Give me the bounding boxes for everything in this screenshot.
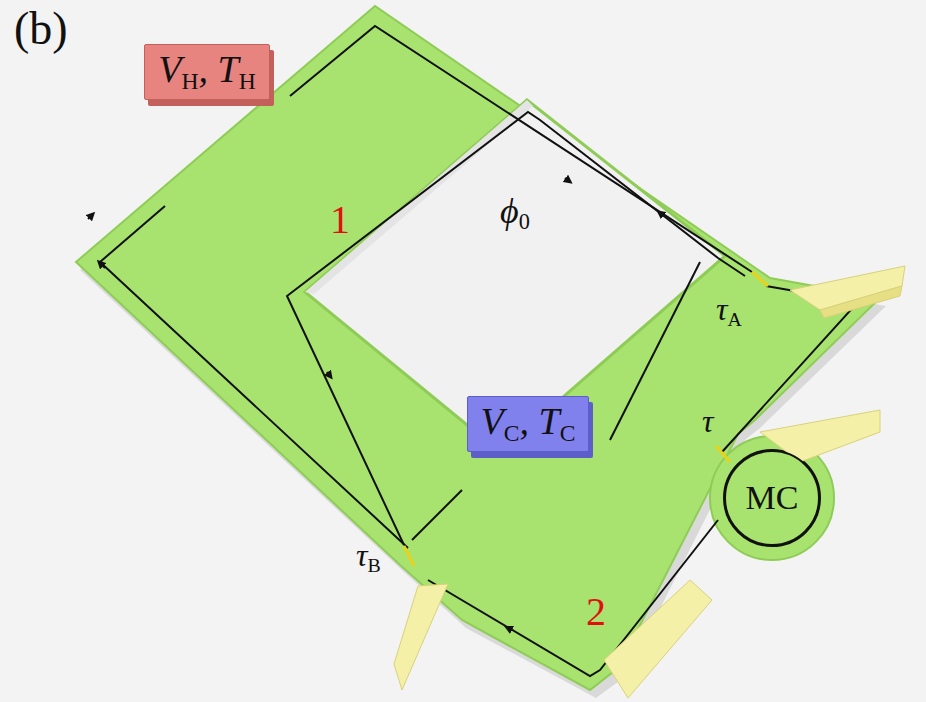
flux-symbol: ϕ0 [500, 192, 530, 235]
gate [604, 580, 712, 698]
subscript: H [239, 68, 256, 94]
channel-arrow [100, 263, 105, 268]
transmission-label: τB [356, 538, 381, 576]
transmission-label: τ [702, 404, 713, 439]
subscript: C [560, 420, 576, 446]
edge-channels [100, 26, 858, 676]
plain: 2 [586, 589, 606, 634]
subscript: H [182, 68, 199, 94]
transmission-label: τA [716, 292, 742, 330]
hole [305, 100, 725, 452]
channel-arrow [565, 178, 569, 181]
mc-contact: MC [724, 450, 820, 546]
edge-channel [100, 206, 408, 548]
channel-arrow [660, 213, 664, 216]
subscript: C [504, 420, 520, 446]
symbol: V [158, 48, 181, 90]
symbol: τ [716, 291, 727, 327]
symbol: τ [356, 537, 367, 573]
panel-label: (b) [14, 4, 68, 55]
hot-contact: VH, TH [144, 44, 269, 100]
gates [394, 266, 905, 698]
region-number: 1 [330, 198, 350, 242]
subscript: 0 [519, 209, 530, 234]
contact-label: VC, TC [481, 401, 576, 447]
cold-contact: VC, TC [467, 396, 590, 452]
qpc-line [404, 546, 414, 566]
subscript: A [727, 308, 741, 330]
channel-arrow [508, 628, 512, 630]
edge-channel-loop [724, 450, 820, 546]
symbol: V [481, 400, 504, 442]
symbol: ϕ [500, 191, 519, 231]
plain: (b) [14, 3, 68, 54]
plain: τ [702, 403, 713, 439]
channel-arrow [88, 215, 92, 219]
edge-channel [610, 262, 700, 440]
qpc-marks [404, 272, 768, 566]
subscript: B [367, 554, 380, 576]
gate [394, 584, 448, 690]
channel-arrow [327, 372, 330, 376]
qpc-line [752, 272, 768, 286]
plain: , [199, 48, 218, 90]
plain: , [520, 400, 539, 442]
edge-channel [290, 26, 752, 272]
plain: 1 [330, 197, 350, 242]
contact-label: MC [746, 479, 799, 516]
edge-channel [412, 490, 462, 540]
hole-rim [305, 100, 533, 294]
plain: MC [746, 479, 799, 516]
symbol: T [218, 48, 239, 90]
symbol: T [539, 400, 560, 442]
mesa [76, 6, 880, 690]
contact-label: VH, TH [158, 49, 255, 95]
edge-channel [287, 112, 745, 545]
gate [820, 286, 902, 318]
channel-arrows [88, 178, 820, 630]
region-number: 2 [586, 590, 606, 634]
qpc-line [716, 446, 730, 462]
